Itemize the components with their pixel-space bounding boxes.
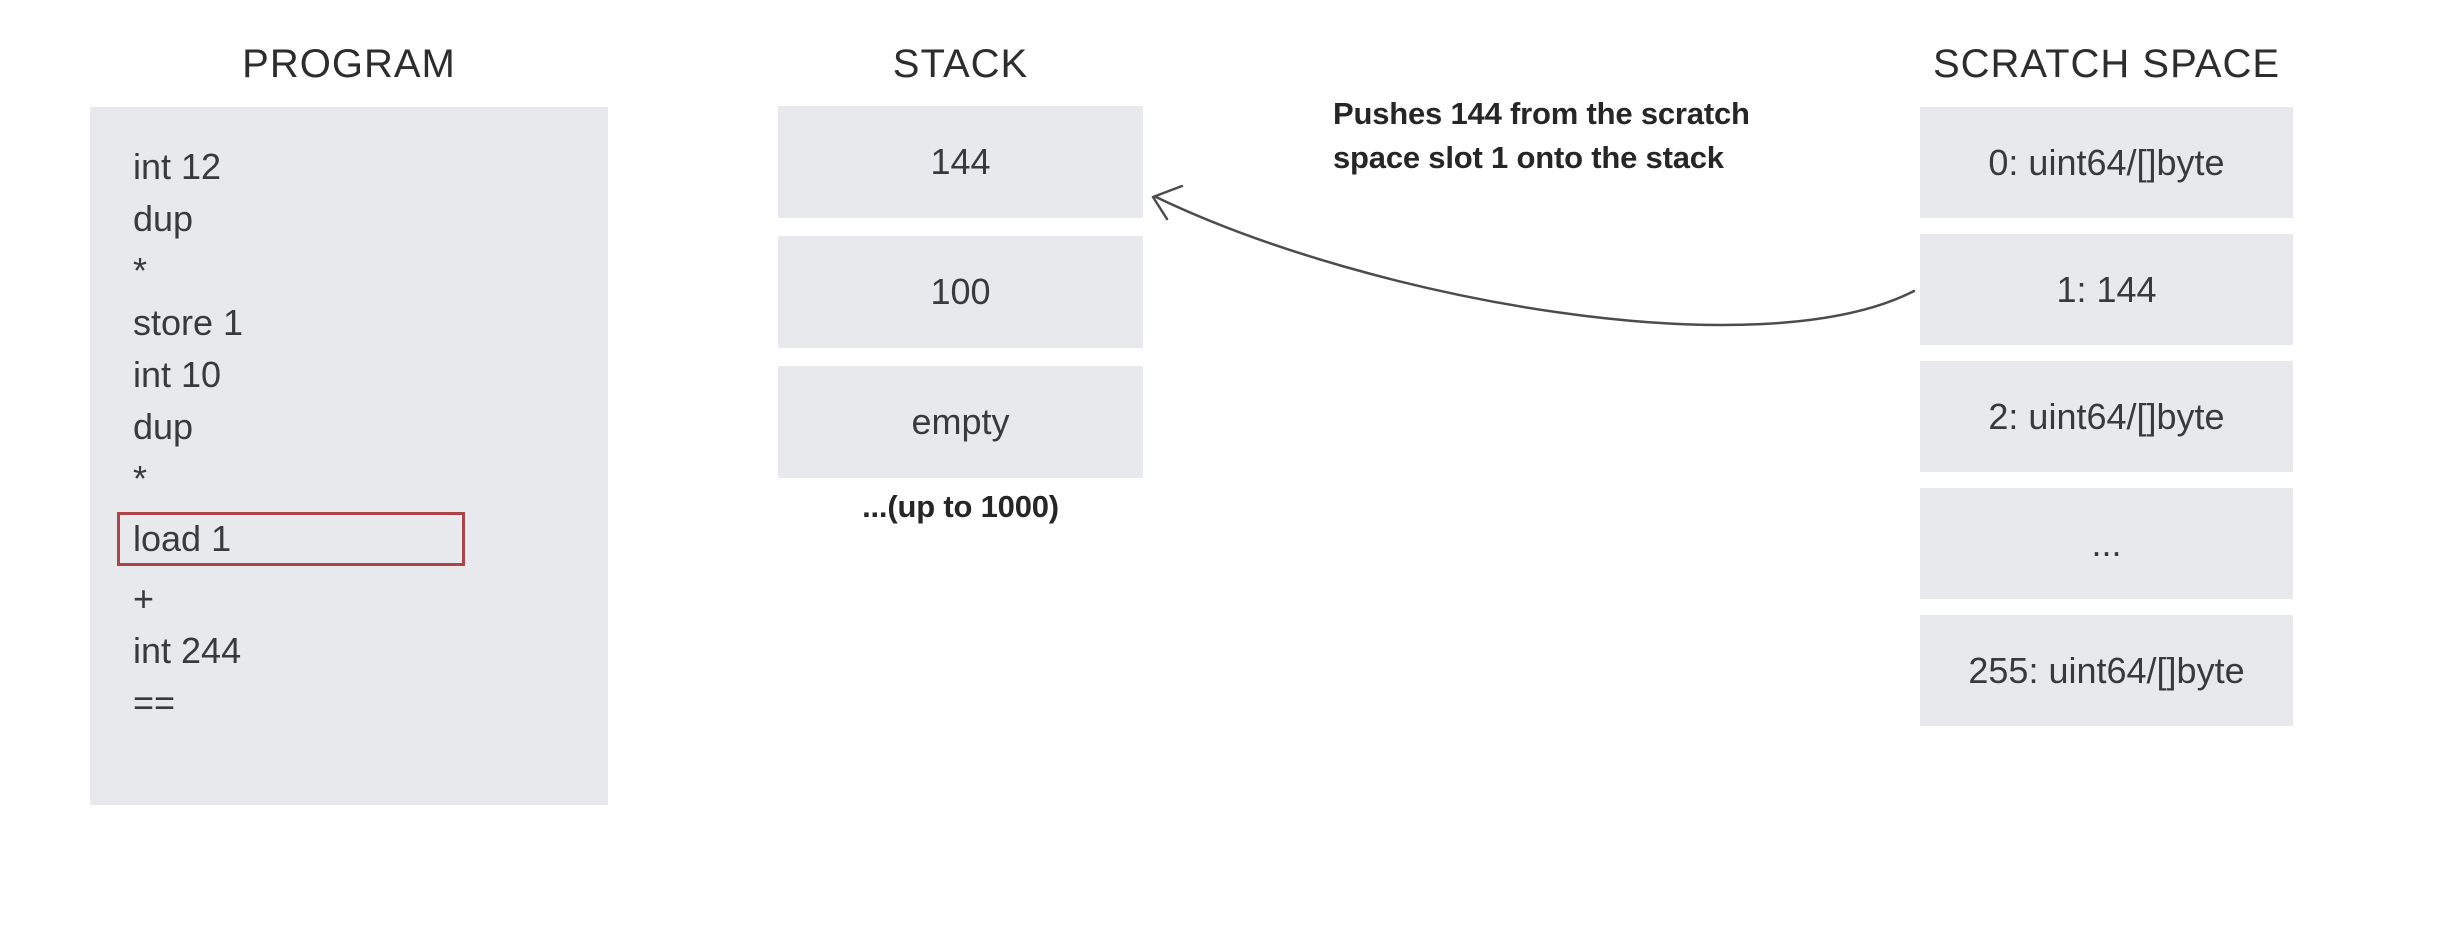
program-instruction-text: dup [133,406,194,447]
program-instruction-line: int 12 [133,141,608,193]
program-instruction-text: load 1 [117,512,465,566]
stack-slot: 100 [778,236,1143,348]
scratch-space-slot-value: 1: 144 [2056,268,2157,310]
program-instruction-text: == [133,682,176,723]
push-arrow-curve [1154,195,1916,327]
program-instruction-line: dup [133,401,608,453]
stack-slot: empty [778,366,1143,478]
program-instruction-line: load 1 [117,505,608,573]
stack-slot-value: 144 [930,141,991,182]
scratch-space-slot-value: ... [2091,522,2122,564]
program-instruction-text: int 244 [133,630,242,671]
stack-slot-list: 144 100 empty [778,106,1143,478]
program-instruction-line: == [133,677,608,729]
program-instruction-line: int 10 [133,349,608,401]
scratch-space-slot-list: 0: uint64/[]byte 1: 144 2: uint64/[]byte… [1920,107,2293,726]
program-instruction-text: store 1 [133,302,244,343]
program-instruction-text: * [133,250,148,291]
scratch-space-column-title: SCRATCH SPACE [1932,42,2281,86]
push-annotation-line1: Pushes 144 from the scratch [1333,96,1750,131]
stack-slot: 144 [778,106,1143,218]
program-column-title: PROGRAM [242,42,456,86]
scratch-space-slot-value: 255: uint64/[]byte [1968,649,2245,691]
scratch-space-slot-value: 2: uint64/[]byte [1988,395,2225,437]
program-instruction-line: store 1 [133,297,608,349]
scratch-space-slot: 0: uint64/[]byte [1920,107,2293,218]
program-instruction-line: int 244 [133,625,608,677]
stack-column-title: STACK [892,42,1029,86]
program-instruction-text: + [133,578,155,619]
scratch-space-slot: 1: 144 [1920,234,2293,345]
stack-capacity-caption: ...(up to 1000) [862,489,1059,524]
program-instruction-text: * [133,458,148,499]
push-annotation-line2: space slot 1 onto the stack [1333,140,1724,175]
program-instruction-text: dup [133,198,194,239]
stack-slot-value: empty [911,401,1010,442]
push-annotation: Pushes 144 from the scratch space slot 1… [1333,92,1750,180]
scratch-space-slot: 255: uint64/[]byte [1920,615,2293,726]
program-instruction-line: dup [133,193,608,245]
scratch-space-slot: 2: uint64/[]byte [1920,361,2293,472]
program-instruction-line: * [133,245,608,297]
scratch-space-slot: ... [1920,488,2293,599]
program-instruction-line: * [133,453,608,505]
program-instruction-text: int 12 [133,146,222,187]
program-instruction-text: int 10 [133,354,222,395]
program-instruction-line: + [133,573,608,625]
program-box: int 12 dup * store 1 int 10 dup * load 1… [90,107,608,805]
stack-slot-value: 100 [930,271,991,312]
push-arrow-head-icon [1151,184,1184,221]
scratch-space-slot-value: 0: uint64/[]byte [1988,141,2225,183]
